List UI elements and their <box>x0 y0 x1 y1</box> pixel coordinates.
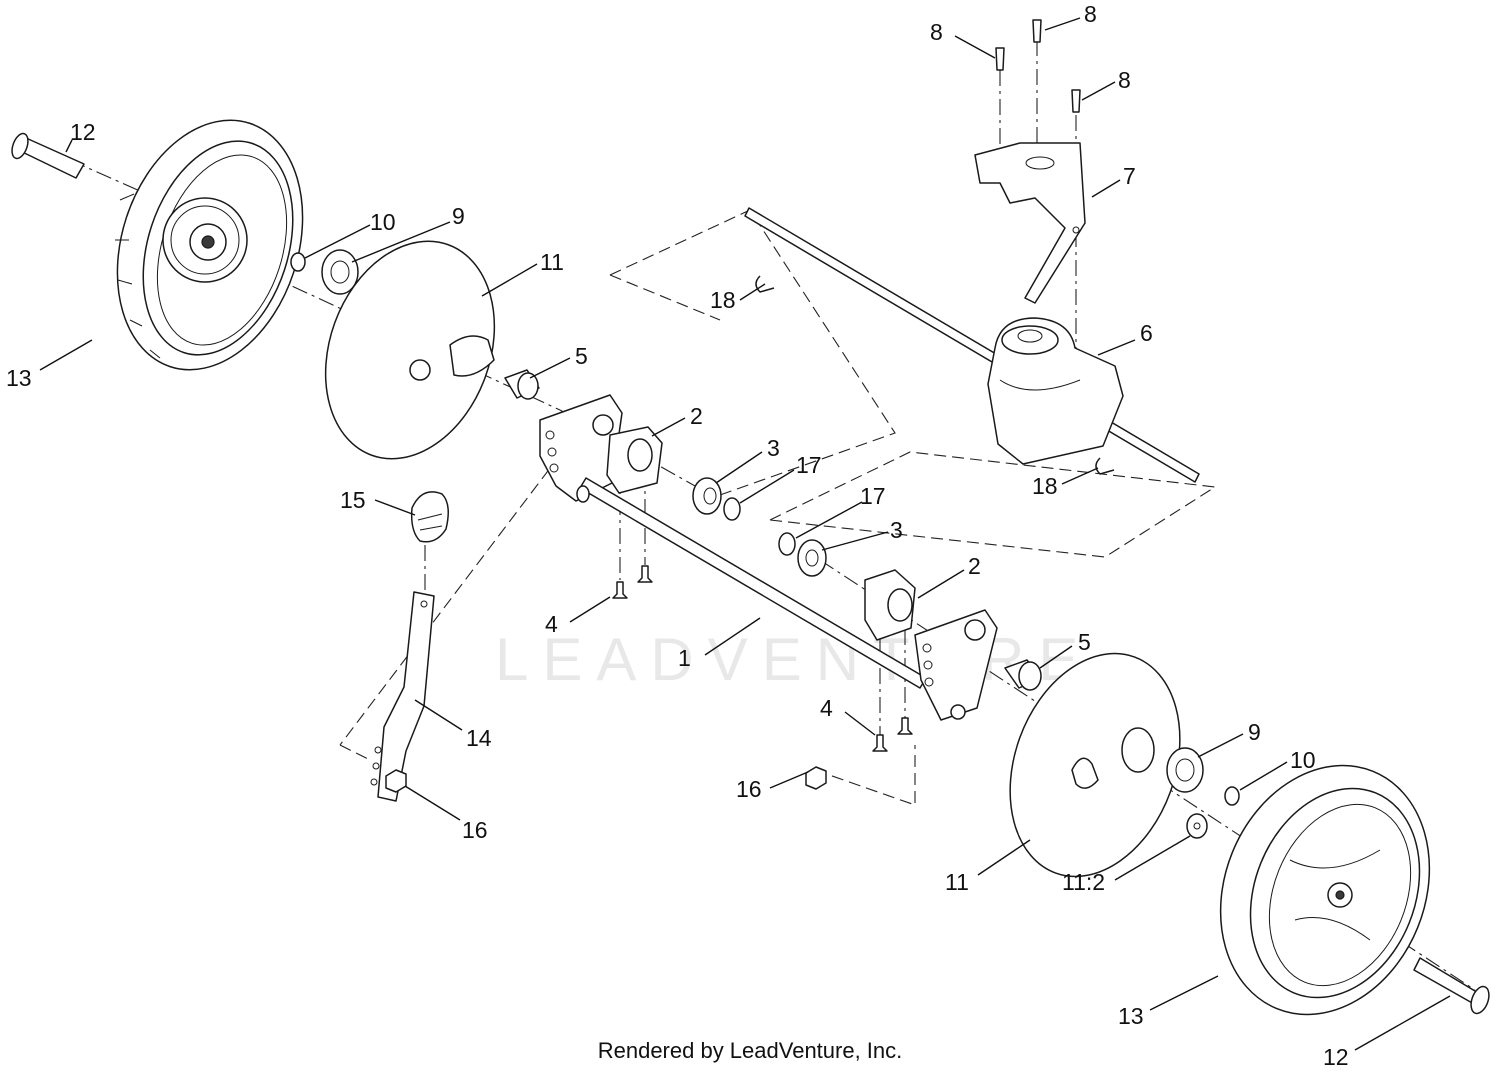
bearing-housing-lower <box>864 569 916 641</box>
callout-15: 15 <box>340 487 366 513</box>
shift-bracket <box>974 142 1086 304</box>
callout-8-c: 8 <box>1118 67 1131 93</box>
drive-shaft <box>744 207 1200 483</box>
footer-credit: Rendered by LeadVenture, Inc. <box>597 1038 903 1063</box>
callout-17-lower: 17 <box>860 483 886 509</box>
height-bracket-lower <box>914 609 998 721</box>
leader-lines <box>39 17 1451 1051</box>
callout-17-upper: 17 <box>796 452 822 478</box>
callout-1: 1 <box>678 645 691 671</box>
watermark: LEADVENTURE <box>495 626 1092 693</box>
callout-13-left: 13 <box>6 365 32 391</box>
axle-bolt-left <box>11 132 85 179</box>
height-lever <box>370 591 435 802</box>
lever-knob <box>410 491 449 543</box>
callout-11-left: 11 <box>540 249 564 275</box>
callout-13-right: 13 <box>1118 1003 1144 1029</box>
washer-left <box>290 252 306 272</box>
clip-lower <box>1095 457 1115 475</box>
nut-right <box>805 766 827 790</box>
callout-18-lower: 18 <box>1032 473 1058 499</box>
callouts: 12 13 10 9 11 5 2 3 17 15 4 1 14 16 18 1… <box>6 1 1349 1070</box>
gearbox <box>987 317 1124 465</box>
callout-6: 6 <box>1140 320 1153 346</box>
callout-18-upper: 18 <box>710 287 736 313</box>
callout-7: 7 <box>1123 163 1136 189</box>
callout-9-left: 9 <box>452 203 465 229</box>
callout-4-upper: 4 <box>545 611 558 637</box>
washer-17-upper <box>723 497 741 521</box>
pinion-gear-right <box>1166 747 1204 793</box>
callout-10-left: 10 <box>370 209 396 235</box>
callout-5-lower: 5 <box>1078 629 1091 655</box>
cover-plate-left <box>324 240 496 460</box>
bearing-housing-upper <box>606 426 663 494</box>
screws-lower <box>872 717 913 752</box>
axle-bolt-right <box>1413 957 1490 1015</box>
callout-16-right: 16 <box>736 776 762 802</box>
callout-14: 14 <box>466 725 492 751</box>
bearing-upper <box>692 477 722 515</box>
callout-11-right: 11 <box>945 869 969 895</box>
screw-8-c <box>1071 89 1081 113</box>
callout-10-right: 10 <box>1290 747 1316 773</box>
washer-17-lower <box>778 532 796 556</box>
callout-12-right: 12 <box>1323 1044 1349 1070</box>
callout-9-right: 9 <box>1248 719 1261 745</box>
callout-3-upper: 3 <box>767 435 780 461</box>
washer-right <box>1224 786 1240 806</box>
callout-8-b: 8 <box>1084 1 1097 27</box>
callout-5-upper: 5 <box>575 343 588 369</box>
height-bracket-upper <box>539 394 623 502</box>
screw-8-a <box>995 47 1005 71</box>
callout-4-lower: 4 <box>820 695 833 721</box>
screw-8-b <box>1032 19 1042 43</box>
callout-2-upper: 2 <box>690 403 703 429</box>
bearing-lower <box>797 539 827 577</box>
spacer-upper <box>504 369 540 400</box>
wheel-left <box>115 119 304 371</box>
screws-upper <box>612 565 653 599</box>
callout-3-lower: 3 <box>890 517 903 543</box>
callout-16-left: 16 <box>462 817 488 843</box>
callout-12-left: 12 <box>70 119 96 145</box>
callout-2-lower: 2 <box>968 553 981 579</box>
pinion-gear-left <box>321 249 359 295</box>
wheel-right <box>1219 764 1431 1016</box>
spacer-lower <box>1004 659 1042 691</box>
washer-11-2 <box>1186 813 1208 839</box>
cover-plate-right <box>1009 652 1181 878</box>
callout-11-2: 11:2 <box>1062 869 1105 895</box>
callout-8-a: 8 <box>930 19 943 45</box>
